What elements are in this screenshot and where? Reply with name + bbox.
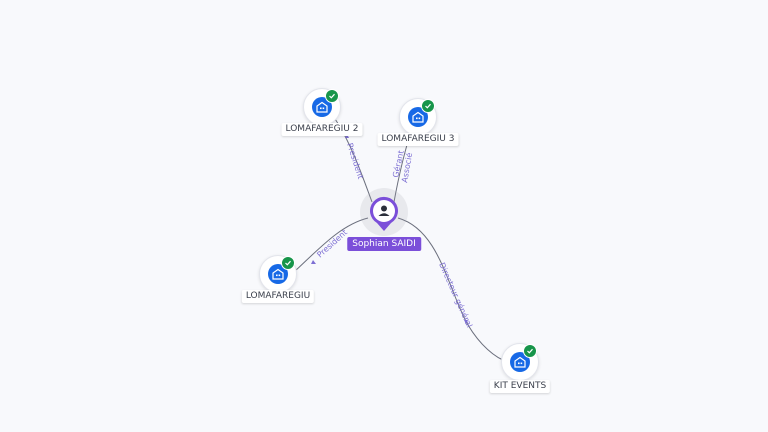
company-name[interactable]: LOMAFAREGIU — [241, 290, 315, 303]
company-node-kit-events[interactable] — [501, 343, 539, 381]
company-node-lomafaregiu2[interactable] — [303, 88, 341, 126]
person-name[interactable]: Sophian SAIDI — [347, 237, 421, 251]
building-icon — [268, 264, 288, 284]
check-icon — [281, 256, 295, 270]
company-node-lomafaregiu[interactable] — [259, 255, 297, 293]
check-icon — [325, 89, 339, 103]
check-icon — [421, 99, 435, 113]
arrow-marker — [464, 320, 468, 324]
edge-label-president-1: President — [345, 142, 365, 180]
company-name[interactable]: LOMAFAREGIU 2 — [281, 123, 363, 136]
building-icon — [312, 97, 332, 117]
company-name[interactable]: KIT EVENTS — [489, 380, 551, 393]
building-icon — [510, 352, 530, 372]
company-name[interactable]: LOMAFAREGIU 3 — [377, 133, 459, 146]
person-node[interactable] — [360, 188, 408, 236]
person-icon — [370, 196, 398, 231]
building-icon — [408, 107, 428, 127]
edge-label-directeur: Directeur général — [437, 261, 475, 329]
company-node-lomafaregiu3[interactable] — [399, 98, 437, 136]
edge-directeur-kitevents — [397, 217, 509, 363]
arrow-marker — [345, 134, 349, 138]
edge-label-president-2: President — [315, 228, 349, 260]
arrow-marker — [311, 260, 316, 264]
edge-president-lomafaregiu — [293, 217, 369, 273]
check-icon — [523, 344, 537, 358]
